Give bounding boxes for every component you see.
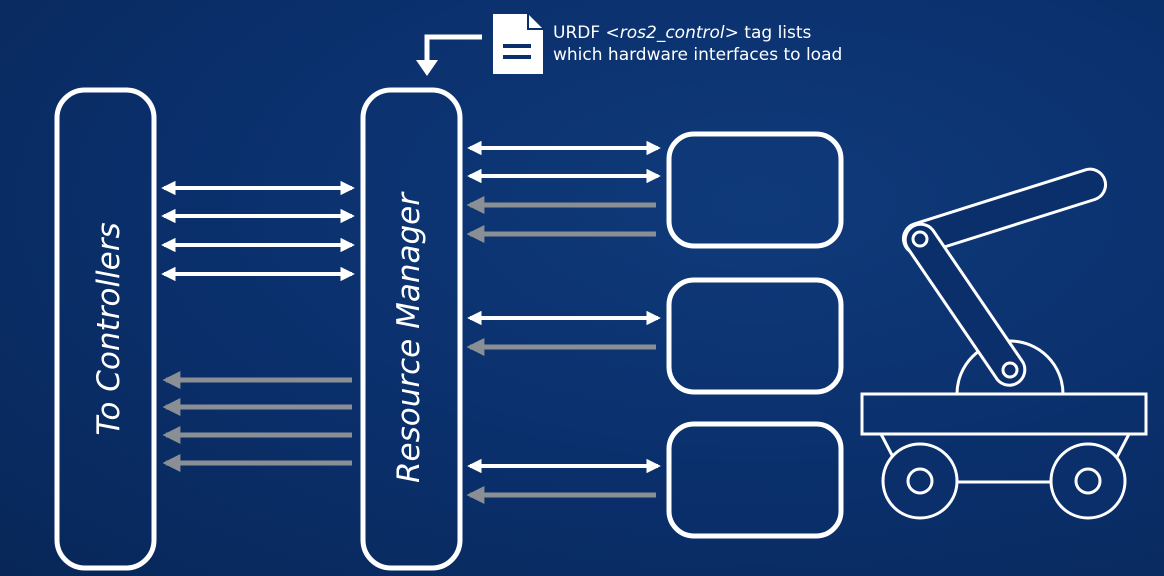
urdf-note-line-2: which hardware interfaces to load: [553, 45, 843, 65]
hardware-interface-1: [666, 131, 844, 249]
hardware-arrows: [466, 140, 661, 504]
urdf-note-line-1: URDF <ros2_control> tag lists: [553, 22, 842, 44]
urdf-note-prefix: URDF: [553, 23, 606, 43]
controller-arrows: [161, 180, 355, 472]
document-icon: [493, 14, 543, 74]
controllers-label: To Controllers: [91, 222, 127, 435]
mobile-robot-arm-icon: [860, 167, 1148, 520]
controllers-block: [54, 87, 157, 571]
ros2-control-tag: <ros2_control>: [605, 23, 739, 43]
hardware-interface-3: [666, 421, 844, 539]
urdf-pointer-arrow: [416, 34, 482, 76]
hardware-interface-2: [666, 277, 844, 395]
resource-manager-block: [360, 87, 463, 571]
urdf-note: URDF <ros2_control> tag lists which hard…: [553, 22, 842, 66]
urdf-note-suffix: tag lists: [738, 23, 812, 43]
resource-manager-label: Resource Manager: [391, 191, 427, 483]
